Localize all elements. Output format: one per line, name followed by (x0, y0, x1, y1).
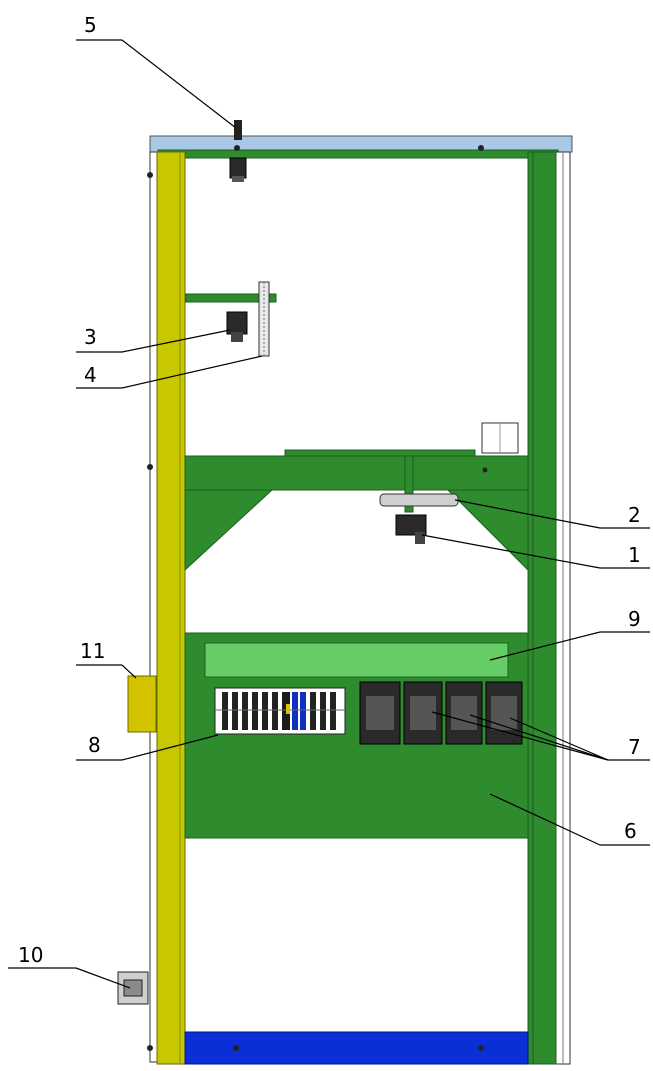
top-sensor-base (232, 176, 244, 182)
cable-gland-nut (123, 979, 143, 997)
bolt (233, 1045, 239, 1051)
middle-beam (184, 455, 529, 491)
terminal-block (214, 687, 346, 735)
leader-lines (8, 39, 650, 989)
side-box (127, 675, 157, 733)
upper-bracket (185, 293, 277, 303)
callout-8: 8 (88, 733, 101, 757)
hanger-sensor-tip (415, 532, 425, 544)
top-sensor-body (229, 157, 247, 179)
hanger-rod (404, 455, 414, 513)
middle-beam-top (284, 449, 476, 457)
left-brace (184, 489, 274, 572)
relays (359, 681, 523, 745)
bracket-sensor-tip (231, 332, 243, 342)
bolt (147, 172, 153, 178)
callout-6: 6 (624, 819, 637, 843)
bolt (482, 467, 488, 473)
hanger-clamp (379, 493, 459, 507)
bolt (147, 1045, 153, 1051)
right-brace (446, 489, 529, 572)
bracket-sensor (226, 311, 248, 335)
callout-3: 3 (84, 325, 97, 349)
callout-5: 5 (84, 13, 97, 37)
callout-7: 7 (628, 735, 641, 759)
callout-2: 2 (628, 503, 641, 527)
top-rail (157, 149, 559, 159)
hanger-sensor (395, 514, 427, 536)
top-sensor-stem (234, 120, 242, 140)
bolt (478, 145, 484, 151)
callout-1: 1 (628, 543, 641, 567)
callout-4: 4 (84, 363, 97, 387)
callout-10: 10 (18, 943, 43, 967)
bolt (234, 145, 240, 151)
left-yellow-post (156, 151, 186, 1065)
callout-11: 11 (80, 639, 105, 663)
bottom-plate (184, 1031, 529, 1065)
callout-9: 9 (628, 607, 641, 631)
light-bar (204, 642, 509, 678)
right-green-post (527, 151, 557, 1065)
bolt (147, 464, 153, 470)
bolt (478, 1045, 484, 1051)
